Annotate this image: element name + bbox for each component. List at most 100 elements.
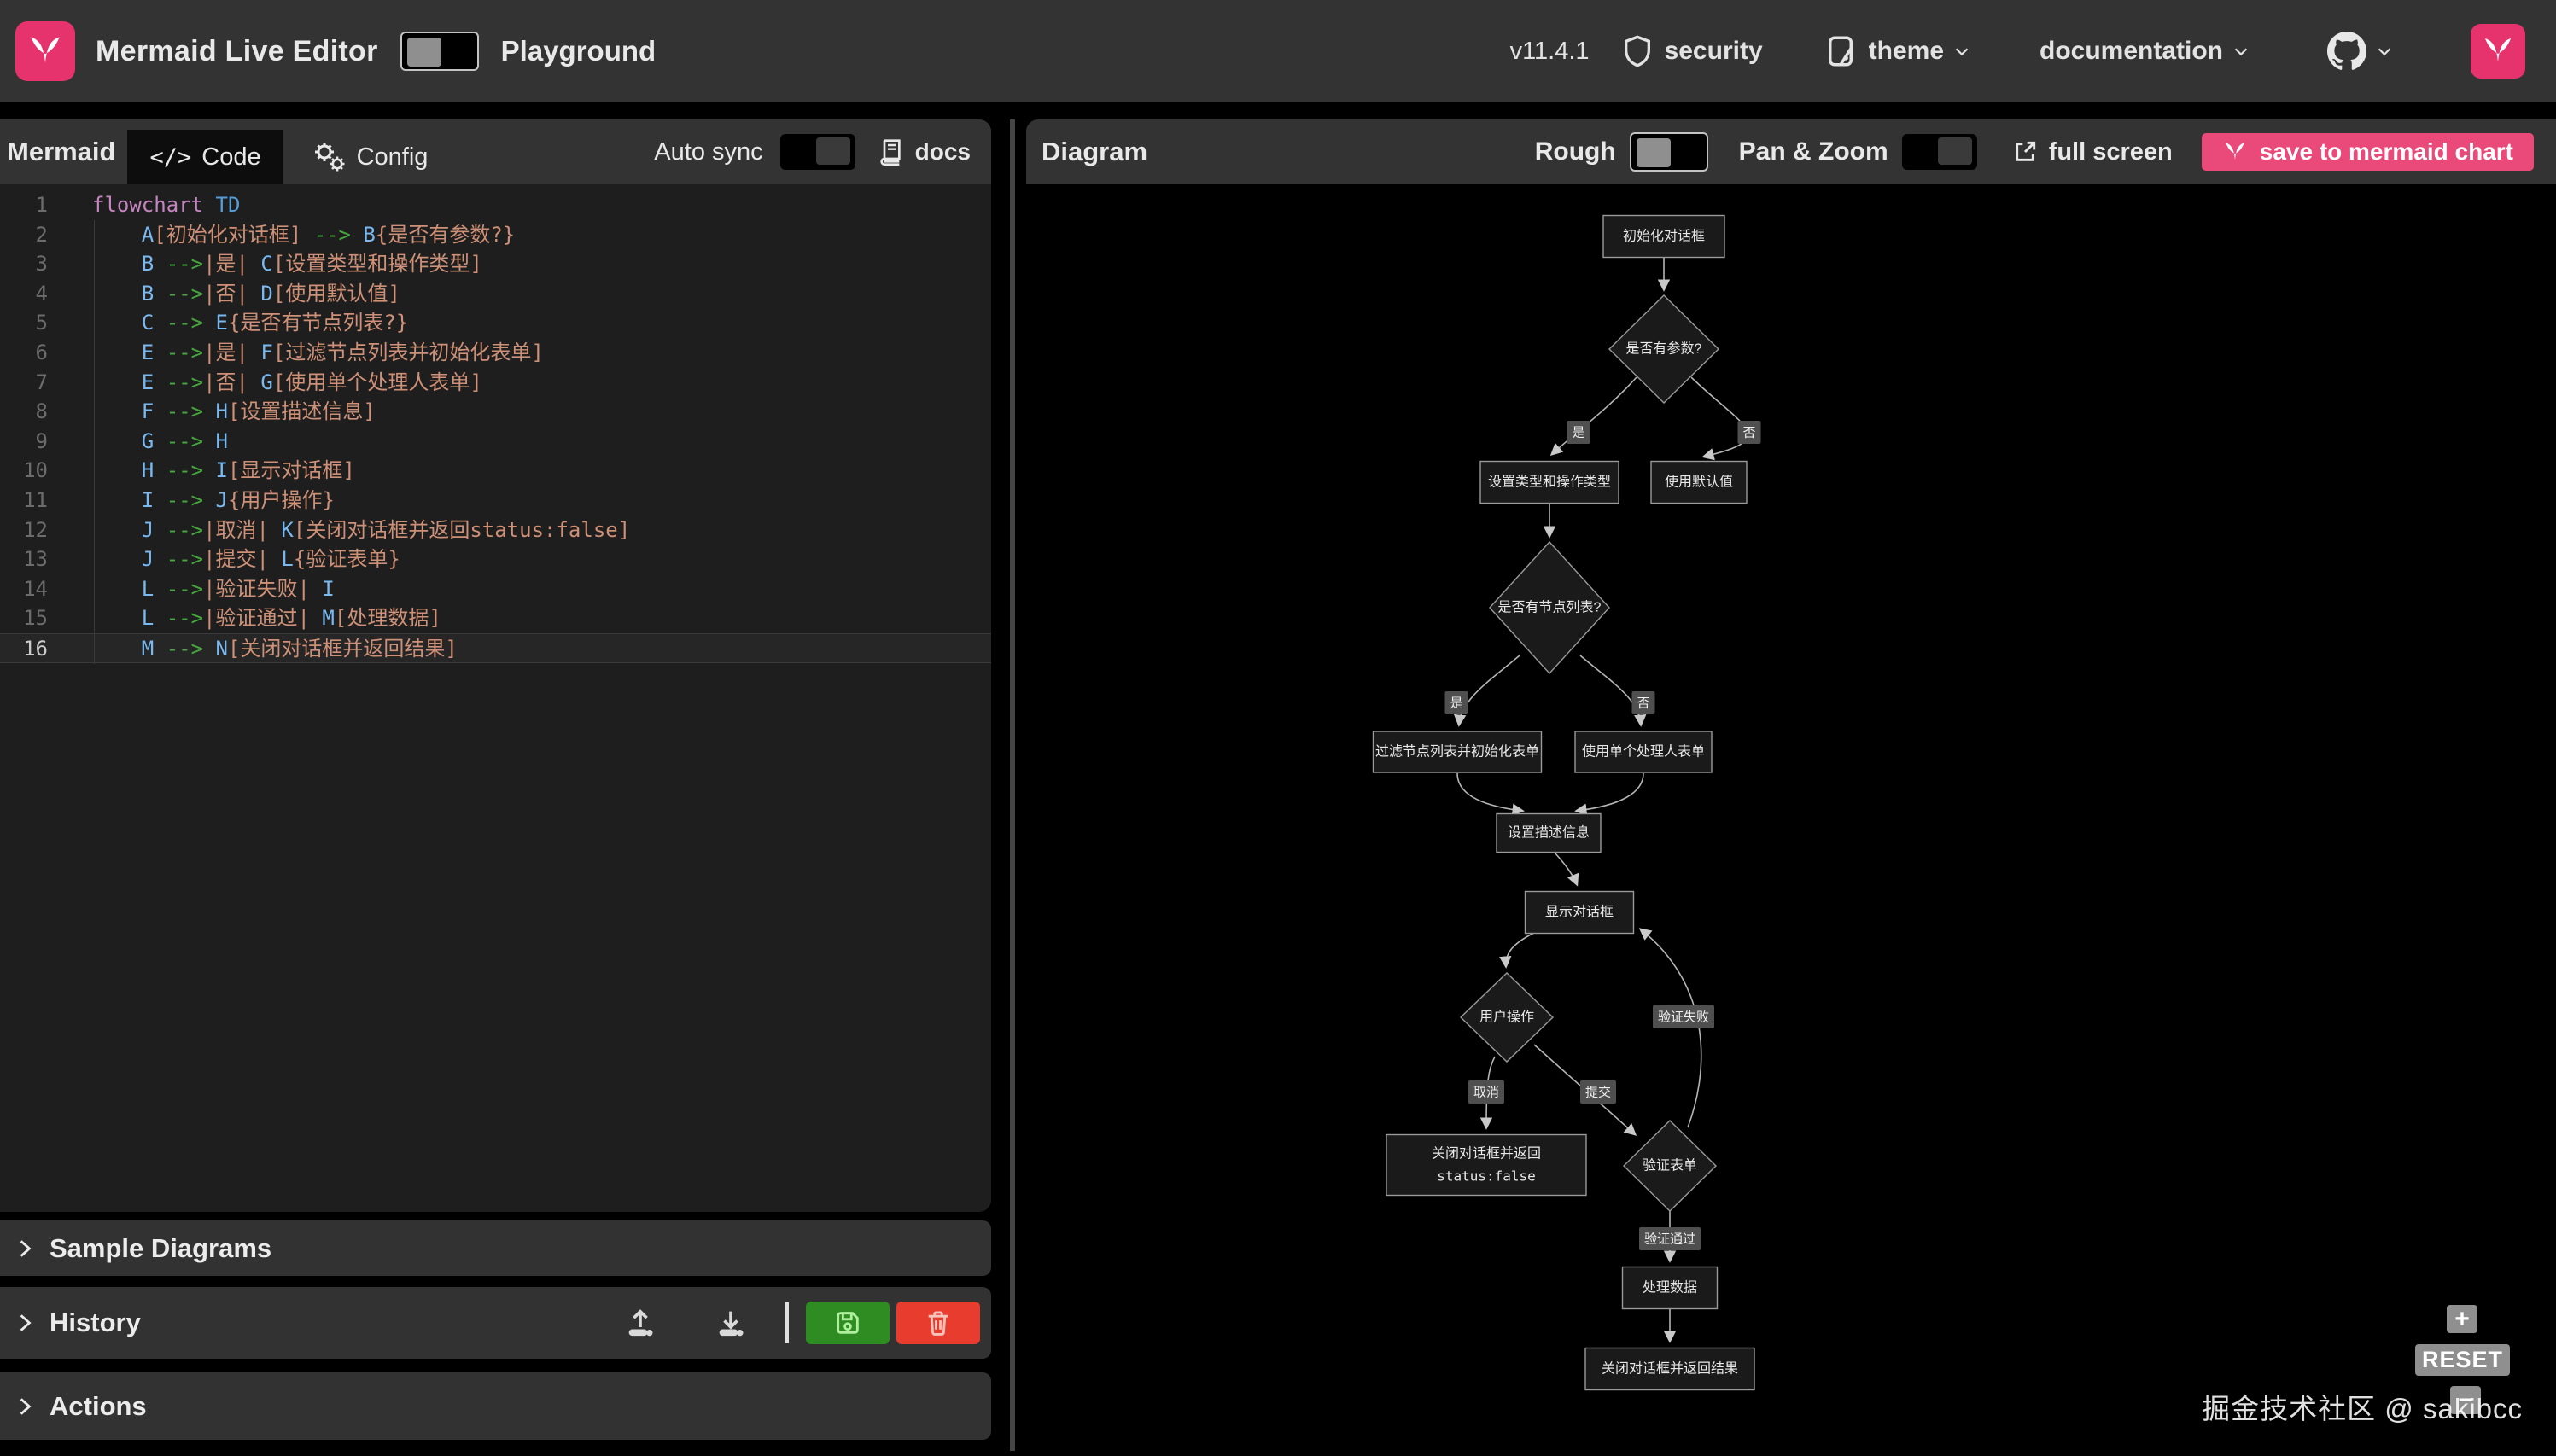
flow-node-J: 用户操作 (1459, 972, 1555, 1063)
line-text: J -->|取消| K[关闭对话框并返回status:false] (141, 517, 631, 542)
tab-code-label: Code (201, 143, 261, 171)
documentation-label: documentation (2040, 37, 2223, 65)
code-line[interactable]: 13 J -->|提交| L{验证表单} (0, 545, 991, 574)
mermaid-logo[interactable] (15, 21, 75, 81)
save-to-mermaid-chart-button[interactable]: save to mermaid chart (2201, 133, 2534, 171)
flow-node-label: 使用单个处理人表单 (1582, 744, 1705, 760)
gear-icon (311, 140, 348, 174)
editor-mode-toggle[interactable] (400, 32, 479, 71)
flow-edge-label: 提交 (1580, 1080, 1616, 1104)
code-line[interactable]: 11 I --> J{用户操作} (0, 486, 991, 515)
tab-config-label: Config (356, 143, 429, 171)
tab-config[interactable]: Config (289, 130, 451, 184)
flow-node-label: 设置描述信息 (1508, 825, 1590, 841)
editor-panel: Mermaid </> Code Config Auto s (0, 119, 991, 1212)
download-button[interactable] (714, 1304, 748, 1342)
flow-edge-label: 验证失败 (1653, 1005, 1714, 1028)
code-line[interactable]: 12 J -->|取消| K[关闭对话框并返回status:false] (0, 515, 991, 545)
auto-sync-toggle-knob (815, 137, 850, 165)
mermaid-chart-button[interactable] (2471, 24, 2525, 79)
pan-zoom-toggle-knob (1937, 137, 1972, 165)
svg-text:是: 是 (1572, 426, 1584, 440)
panel-resize-handle[interactable] (1010, 119, 1015, 1451)
zoom-out-button[interactable]: − (2450, 1386, 2481, 1414)
code-line[interactable]: 10 H --> I[显示对话框] (0, 456, 991, 486)
flow-edge-H-I (1554, 852, 1579, 887)
line-text: E -->|否| G[使用单个处理人表单] (141, 370, 482, 394)
flow-edge-L-I (1638, 928, 1702, 1128)
mermaid-icon (2225, 143, 2244, 160)
github-menu[interactable] (2327, 32, 2394, 71)
section-history[interactable]: History (0, 1287, 991, 1359)
flow-node-D: 使用默认值 (1650, 460, 1748, 504)
flow-node-label: 是否有参数? (1626, 341, 1702, 357)
fullscreen-button[interactable]: full screen (2011, 138, 2173, 166)
section-sample-diagrams[interactable]: Sample Diagrams (0, 1220, 991, 1276)
auto-sync-label: Auto sync (654, 137, 763, 166)
upload-icon (628, 1309, 653, 1337)
docs-button[interactable]: docs (878, 137, 971, 166)
chevron-right-icon (20, 1314, 32, 1331)
code-line[interactable]: 6 E -->|是| F[过滤节点列表并初始化表单] (0, 338, 991, 368)
code-line[interactable]: 4 B -->|否| D[使用默认值] (0, 279, 991, 309)
line-text: L -->|验证失败| I (141, 576, 335, 601)
code-line[interactable]: 8 F --> H[设置描述信息] (0, 397, 991, 427)
flow-edge-B-D (1690, 376, 1749, 461)
code-line[interactable]: 16 M --> N[关闭对话框并返回结果] (0, 632, 991, 663)
code-line[interactable]: 3 B -->|是| C[设置类型和操作类型] (0, 249, 991, 279)
history-label: History (50, 1307, 141, 1337)
auto-sync-toggle[interactable] (779, 134, 855, 170)
code-line[interactable]: 5 C --> E{是否有节点列表?} (0, 308, 991, 338)
code-line[interactable]: 15 L -->|验证通过| M[处理数据] (0, 603, 991, 633)
rough-label: Rough (1534, 137, 1616, 166)
diagram-header: Diagram Rough Pan & Zoom full screen sav… (1026, 119, 2556, 184)
flow-node-A: 初始化对话框 (1602, 214, 1725, 259)
documentation-menu[interactable]: documentation (2040, 37, 2250, 66)
flow-node-label: 处理数据 (1643, 1280, 1697, 1296)
code-line[interactable]: 2 A[初始化对话框] --> B{是否有参数?} (0, 220, 991, 250)
code-line[interactable]: 14 L -->|验证失败| I (0, 574, 991, 604)
svg-text:否: 否 (1637, 696, 1649, 711)
line-number: 14 (23, 576, 48, 601)
chevron-down-icon (1955, 48, 1969, 56)
editor-header: Mermaid </> Code Config Auto s (0, 119, 991, 184)
line-number: 7 (35, 370, 48, 394)
line-number: 16 (23, 636, 48, 661)
flow-edge-label: 是 (1444, 691, 1468, 714)
svg-text:取消: 取消 (1473, 1086, 1499, 1100)
diagram-title: Diagram (1042, 137, 1148, 166)
flow-edge-label: 取消 (1468, 1080, 1504, 1104)
pan-zoom-toggle[interactable] (1901, 134, 1977, 170)
section-actions[interactable]: Actions (0, 1372, 991, 1440)
line-text: flowchart TD (92, 193, 241, 217)
history-save-button[interactable] (806, 1302, 890, 1344)
chevron-right-icon (20, 1397, 32, 1415)
chevron-right-icon (20, 1239, 32, 1257)
line-number: 12 (23, 517, 48, 542)
flow-node-F: 过滤节点列表并初始化表单 (1372, 731, 1543, 773)
chevron-down-icon (2234, 48, 2248, 56)
shield-icon (1624, 35, 1650, 67)
flow-node-label: 验证表单 (1643, 1158, 1697, 1174)
rough-toggle[interactable] (1629, 132, 1708, 172)
code-line[interactable]: 7 E -->|否| G[使用单个处理人表单] (0, 368, 991, 398)
line-number: 10 (23, 458, 48, 483)
history-delete-button[interactable] (896, 1302, 980, 1344)
book-icon (880, 139, 901, 166)
version-label: v11.4.1 (1509, 37, 1590, 65)
security-link[interactable]: security (1620, 32, 1763, 70)
flow-edge-G-H (1574, 772, 1644, 816)
tab-code[interactable]: </> Code (127, 130, 283, 184)
flow-node-label: 是否有节点列表? (1498, 600, 1602, 615)
pan-zoom-label: Pan & Zoom (1738, 137, 1888, 166)
theme-menu[interactable]: theme (1823, 32, 1971, 70)
flowchart-canvas[interactable]: 初始化对话框是否有参数?设置类型和操作类型使用默认值是否有节点列表?过滤节点列表… (1026, 184, 2556, 1451)
zoom-in-button[interactable]: + (2447, 1305, 2477, 1333)
flow-node-label: 关闭对话框并返回结果 (1602, 1361, 1738, 1377)
reset-button[interactable]: RESET (2415, 1344, 2510, 1376)
code-line[interactable]: 9 G --> H (0, 427, 991, 457)
upload-button[interactable] (623, 1304, 657, 1342)
line-number: 9 (35, 428, 48, 453)
